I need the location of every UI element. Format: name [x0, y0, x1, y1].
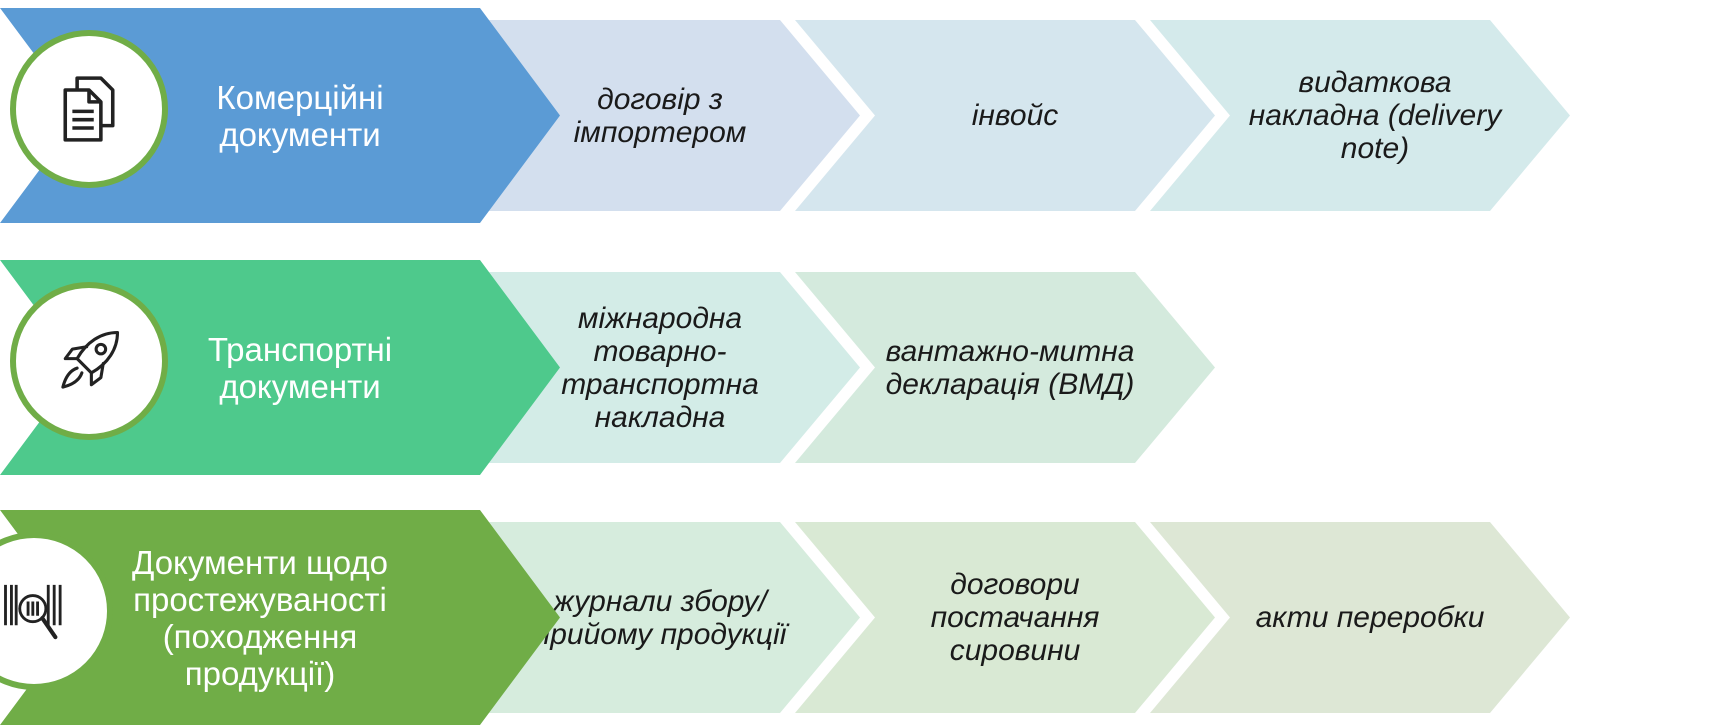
item-journals-label: журнали збору/прийому продукції — [533, 584, 787, 651]
barcode-search-icon — [4, 584, 62, 640]
row-transport-documents: міжнародна товарно-транспортна накладна … — [0, 260, 1728, 475]
traceability-documents-title: Документи щодо простежуваності (походжен… — [131, 543, 388, 692]
badge-transport — [10, 282, 168, 440]
transport-documents-title: Транспортні документи — [207, 330, 393, 405]
badge-commercial — [10, 30, 168, 188]
rocket-icon — [61, 330, 120, 389]
item-cmr-label: міжнародна товарно-транспортна накладна — [561, 301, 759, 434]
item-supply-contracts-label: договори постачання сировини — [930, 568, 1100, 667]
documents-icon — [63, 76, 115, 142]
row-commercial-documents: договір з імпортером інвойс видаткова на… — [0, 8, 1728, 223]
item-invoice-label: інвойс — [971, 99, 1059, 132]
commercial-documents-title: Комерційні документи — [216, 78, 384, 153]
item-processing-acts-label: акти переробки — [1255, 601, 1485, 634]
item-customs-declaration-label: вантажно-митна декларація (ВМД) — [885, 334, 1135, 401]
row-traceability-documents: журнали збору/прийому продукції договори… — [0, 510, 1728, 725]
item-contract-label: договір з імпортером — [573, 82, 747, 149]
item-delivery-note-label: видаткова накладна (delivery note) — [1248, 66, 1502, 165]
